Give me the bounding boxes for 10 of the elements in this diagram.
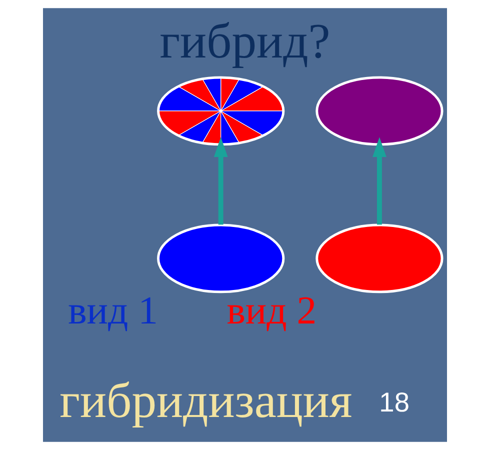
node-ellipse: [315, 224, 443, 294]
diagram-title: гибрид?: [159, 14, 330, 69]
label: 18: [378, 386, 409, 418]
caption: гибридизация: [59, 373, 352, 428]
arrow: [213, 137, 228, 225]
arrow: [372, 137, 386, 225]
node-label: вид 2: [226, 288, 316, 333]
node-ellipse: [315, 76, 443, 146]
node-label: вид 1: [68, 288, 158, 333]
node-ellipse: [156, 224, 284, 294]
